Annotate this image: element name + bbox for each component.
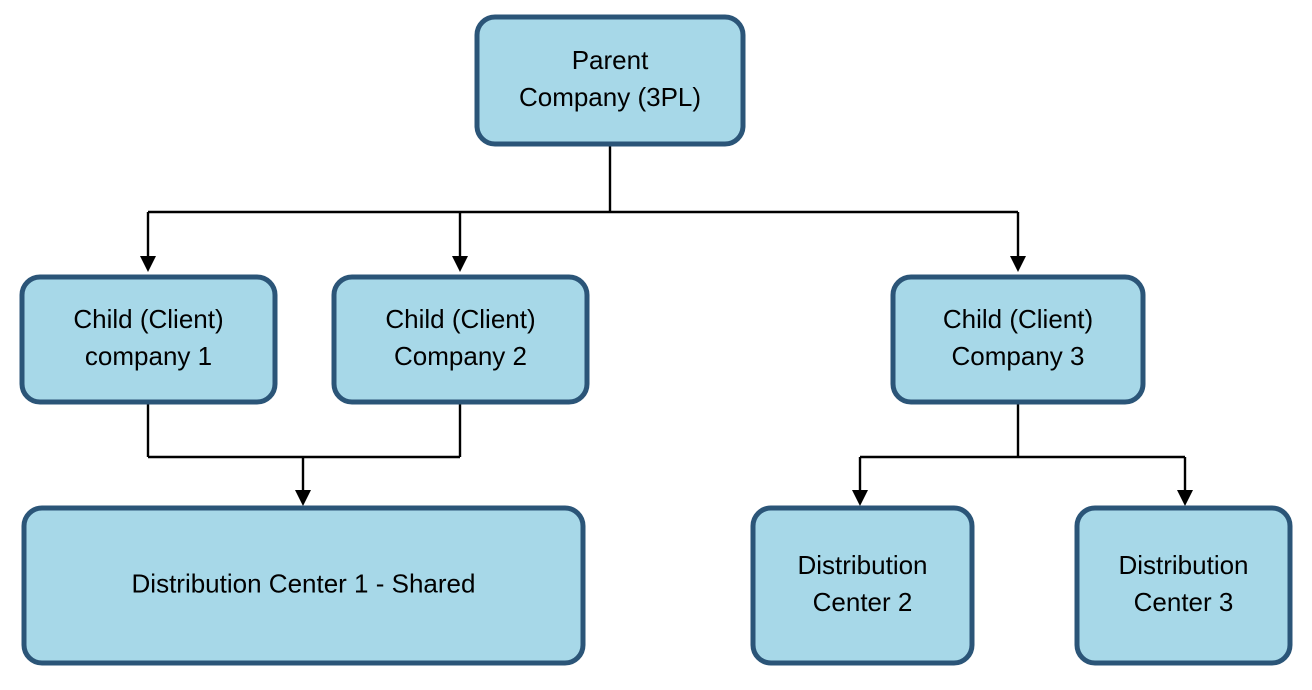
node-distribution-center-1-shared[interactable]: Distribution Center 1 - Shared [21,505,586,666]
connector-parent-to-children-path [146,144,1020,262]
connector-children-to-dc1 [146,402,462,506]
distribution-center-1-shared-label-line-1: Distribution Center 1 - Shared [132,568,476,598]
node-child-client-company-2[interactable]: Child (Client) Company 2 [331,274,590,405]
connector-parent-to-children-arrowhead-1-icon [140,256,156,272]
child-client-company-2-label-line-1: Child (Client) [385,304,535,334]
child-client-company-1-label-line-2: company 1 [85,341,212,371]
child-client-company-2-label-line-2: Company 2 [394,341,527,371]
child-client-company-3-label-line-1: Child (Client) [943,304,1093,334]
parent-company-box[interactable] [474,14,746,147]
child-client-company-3-box[interactable] [890,274,1146,405]
distribution-center-3-box[interactable] [1074,505,1293,666]
child-client-company-1-box[interactable] [19,274,278,405]
parent-company-label-line-1: Parent [572,45,649,75]
connector-children-to-dc1-path [146,402,462,498]
distribution-center-2-label-line-2: Center 2 [813,587,913,617]
connector-layer [140,144,1193,506]
connector-parent-to-children-arrowhead-2-icon [452,256,468,272]
node-child-client-company-3[interactable]: Child (Client) Company 3 [890,274,1146,405]
connector-child3-to-dcs-path [858,402,1187,498]
connector-children-to-dc1-arrowhead-1-icon [295,490,311,506]
child-client-company-1-label-line-1: Child (Client) [73,304,223,334]
distribution-center-1-shared-box[interactable] [21,505,586,666]
distribution-center-3-label-line-2: Center 3 [1134,587,1234,617]
child-client-company-3-label-line-2: Company 3 [952,341,1085,371]
distribution-center-3-label-line-1: Distribution [1118,550,1248,580]
distribution-center-2-label-line-1: Distribution [797,550,927,580]
connector-child3-to-dcs-arrowhead-1-icon [852,490,868,506]
connector-child3-to-dcs [852,402,1193,506]
parent-company-label-line-2: Company (3PL) [519,82,701,112]
connector-child3-to-dcs-arrowhead-2-icon [1177,490,1193,506]
connector-parent-to-children-arrowhead-3-icon [1010,256,1026,272]
connector-parent-to-children [140,144,1026,272]
distribution-center-2-box[interactable] [750,505,975,666]
child-client-company-2-box[interactable] [331,274,590,405]
node-child-client-company-1[interactable]: Child (Client) company 1 [19,274,278,405]
